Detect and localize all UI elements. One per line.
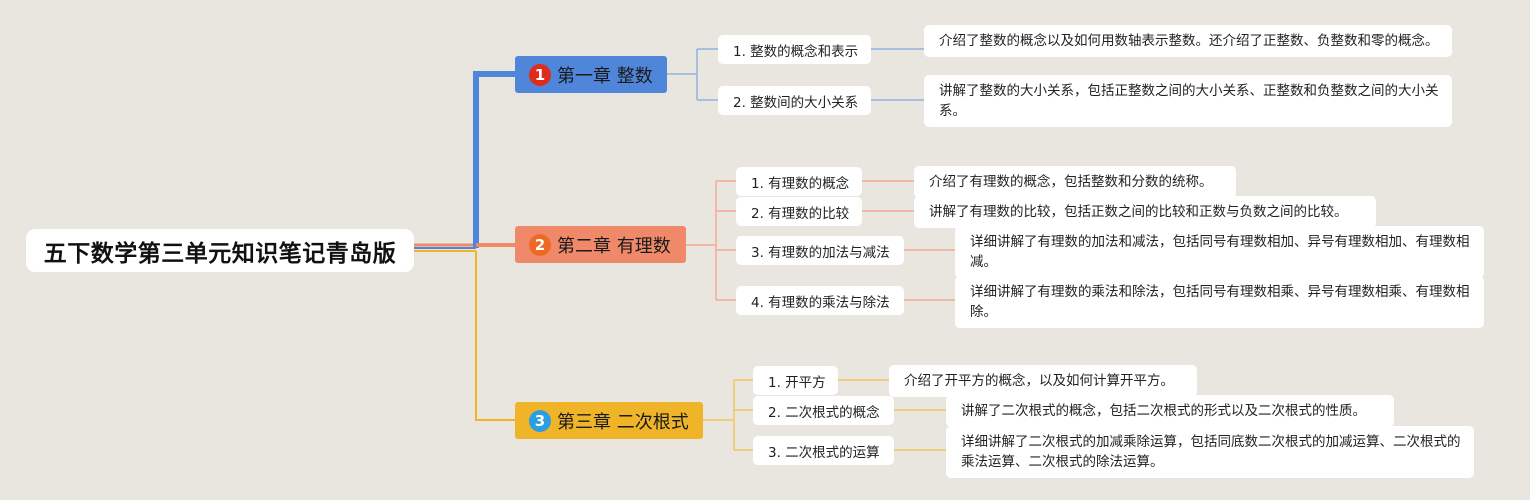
chapter-2-topic-1-detail[interactable]: 介绍了有理数的概念，包括整数和分数的统称。 <box>914 166 1236 198</box>
chapter-2-topic-3-detail[interactable]: 详细讲解了有理数的加法和减法，包括同号有理数相加、异号有理数相加、有理数相减。 <box>955 226 1484 278</box>
chapter-1-label: 第一章 整数 <box>557 65 653 87</box>
chapter-3-topic-1-detail[interactable]: 介绍了开平方的概念，以及如何计算开平方。 <box>889 365 1197 397</box>
chapter-3-topic-3-detail[interactable]: 详细讲解了二次根式的加减乘除运算，包括同底数二次根式的加减运算、二次根式的乘法运… <box>946 426 1474 478</box>
chapter-2-topic-4[interactable]: 4. 有理数的乘法与除法 <box>736 286 904 315</box>
chapter-3-node[interactable]: 3 第三章 二次根式 <box>515 402 703 439</box>
chapter-2-topic-4-detail[interactable]: 详细讲解了有理数的乘法和除法，包括同号有理数相乘、异号有理数相乘、有理数相除。 <box>955 276 1484 328</box>
chapter-3-topic-2[interactable]: 2. 二次根式的概念 <box>753 396 894 425</box>
chapter2-topic-connector <box>686 180 736 301</box>
chapter1-topic-connector <box>667 48 718 101</box>
chapter-2-topic-2[interactable]: 2. 有理数的比较 <box>736 197 862 226</box>
chapter-3-number-badge: 3 <box>529 409 551 432</box>
chapter-1-topic-1-detail[interactable]: 介绍了整数的概念以及如何用数轴表示整数。还介绍了正整数、负整数和零的概念。 <box>924 25 1452 57</box>
chapter-2-node[interactable]: 2 第二章 有理数 <box>515 226 686 263</box>
chapter-2-topic-1[interactable]: 1. 有理数的概念 <box>736 167 862 196</box>
chapter-2-number-badge: 2 <box>529 233 551 256</box>
chapter3-branch-line <box>475 251 515 421</box>
chapter1-branch-line <box>473 71 515 248</box>
chapter-1-topic-1[interactable]: 1. 整数的概念和表示 <box>718 35 871 64</box>
root-title[interactable]: 五下数学第三单元知识笔记青岛版 <box>26 229 414 272</box>
chapter-3-topic-2-detail[interactable]: 讲解了二次根式的概念，包括二次根式的形式以及二次根式的性质。 <box>946 395 1394 427</box>
chapter-3-topic-1[interactable]: 1. 开平方 <box>753 366 838 395</box>
chapter-1-number-badge: 1 <box>529 63 551 86</box>
chapter-2-label: 第二章 有理数 <box>557 235 671 257</box>
chapter-2-topic-3[interactable]: 3. 有理数的加法与减法 <box>736 236 904 265</box>
chapter3-topic-connector <box>703 379 753 451</box>
chapter-2-topic-2-detail[interactable]: 讲解了有理数的比较，包括正数之间的比较和正数与负数之间的比较。 <box>914 196 1376 228</box>
chapter-1-topic-2-detail[interactable]: 讲解了整数的大小关系，包括正整数之间的大小关系、正整数和负整数之间的大小关系。 <box>924 75 1452 127</box>
chapter-1-node[interactable]: 1 第一章 整数 <box>515 56 667 93</box>
chapter-3-topic-3[interactable]: 3. 二次根式的运算 <box>753 436 894 465</box>
chapter-1-topic-2[interactable]: 2. 整数间的大小关系 <box>718 86 871 115</box>
chapter-3-label: 第三章 二次根式 <box>557 411 689 433</box>
